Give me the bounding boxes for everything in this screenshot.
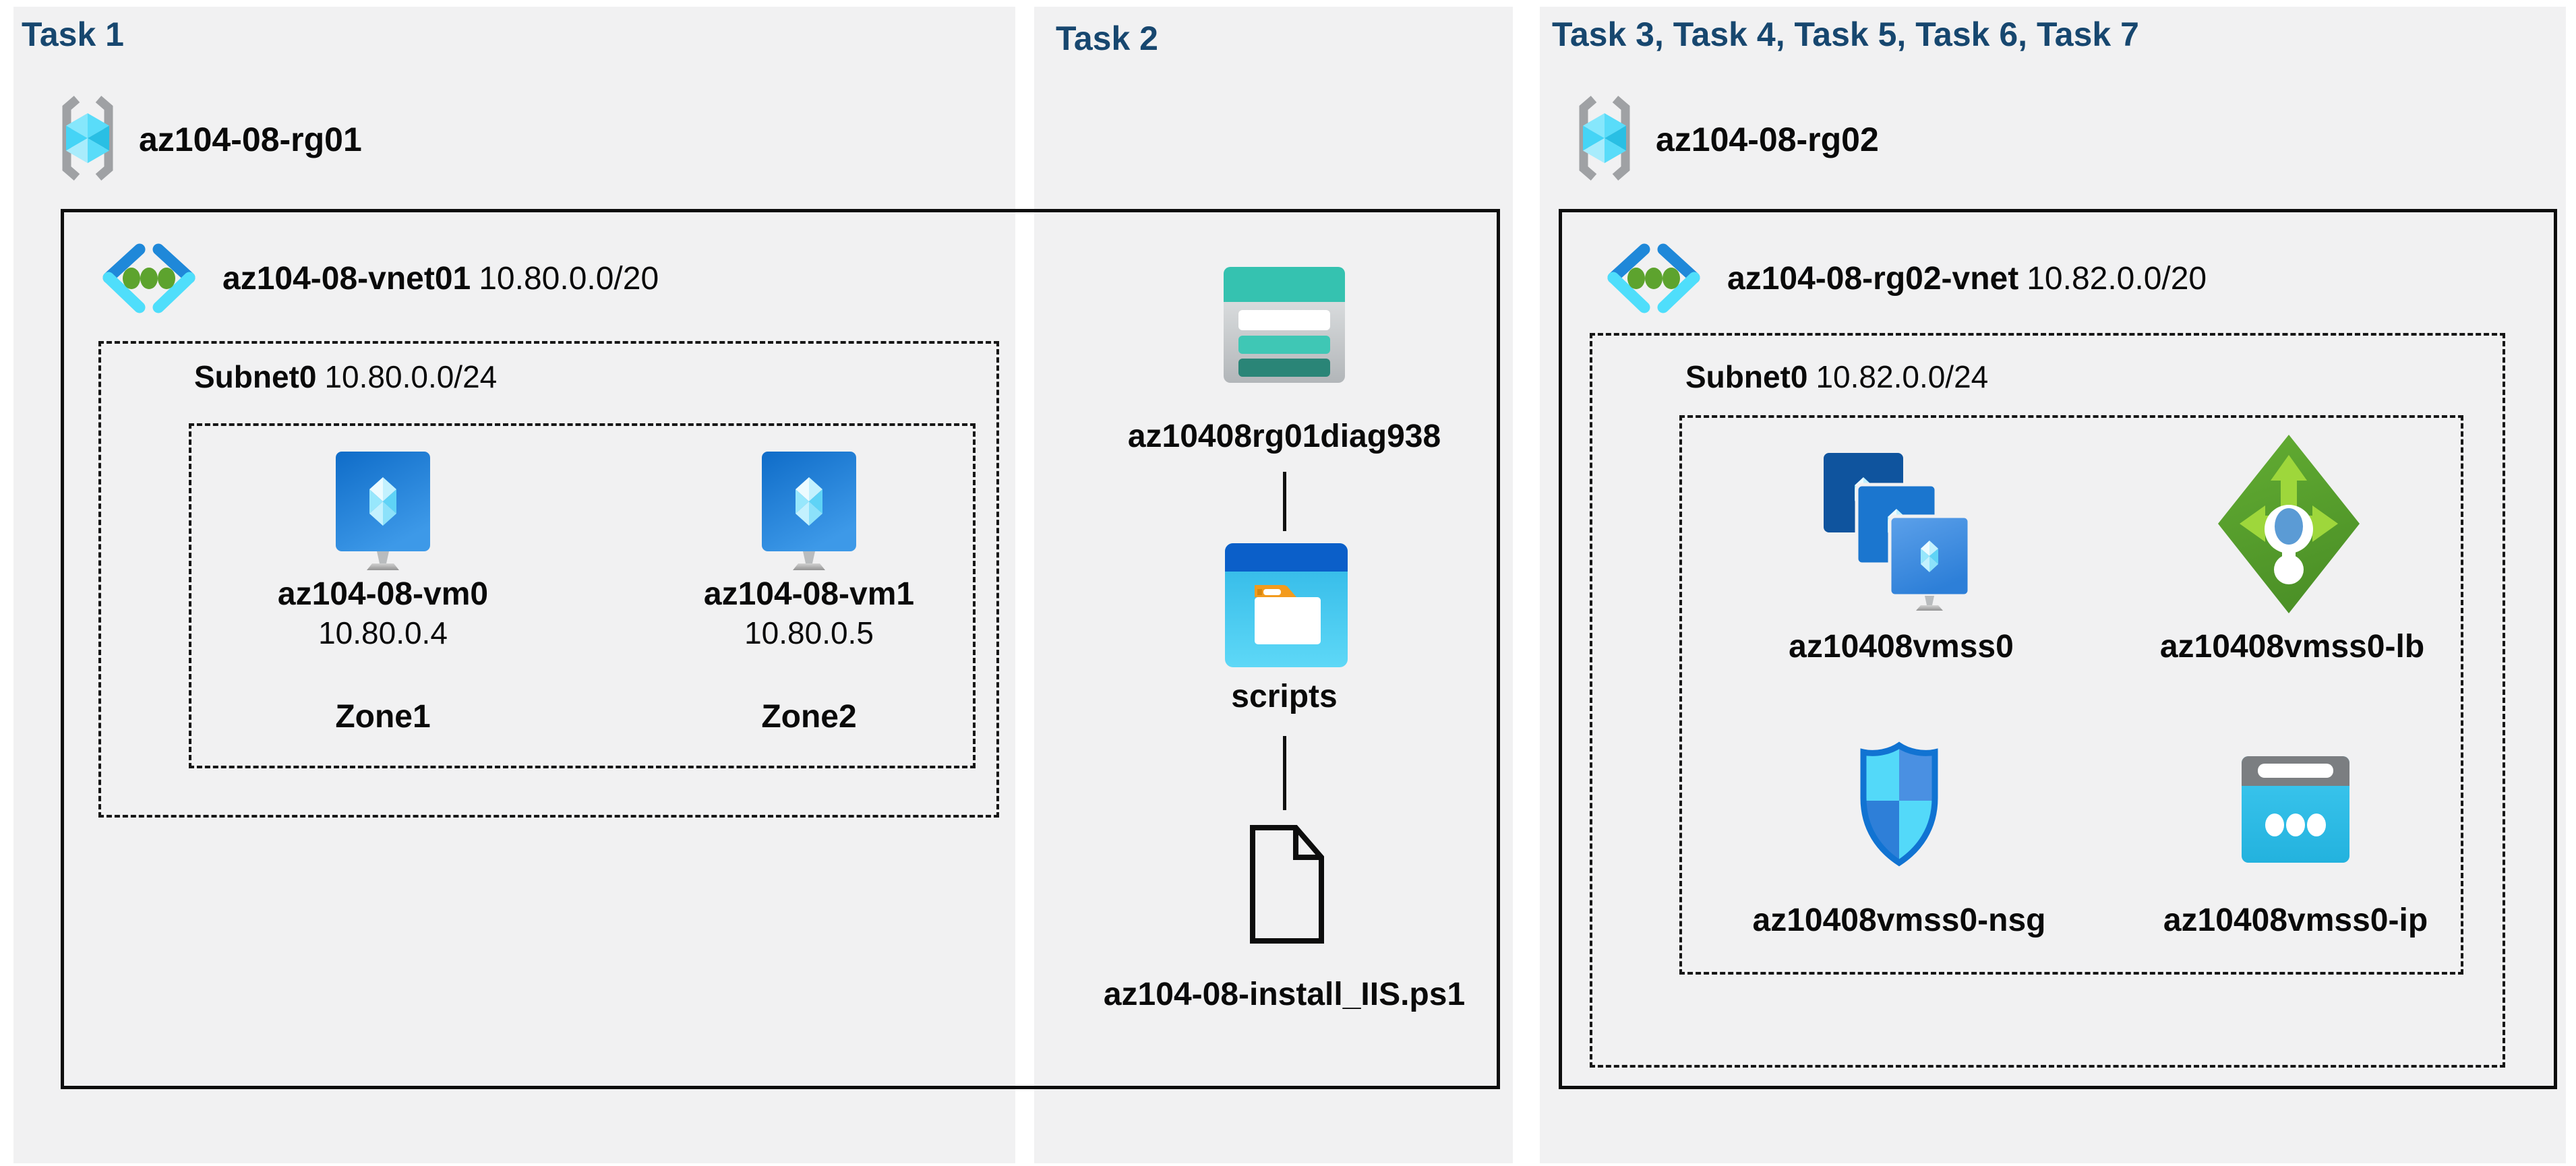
virtual-network-icon — [102, 243, 196, 313]
nsg-label: az10408vmss0-nsg — [1752, 902, 2046, 938]
vnet01-name: az104-08-vnet01 — [222, 261, 471, 297]
task1-title: Task 1 — [22, 16, 124, 53]
task1-panel — [13, 7, 1015, 1163]
subnet0-rg02-box — [1590, 333, 2505, 1068]
storage-account-icon — [1224, 267, 1345, 383]
vm-zone-box — [189, 423, 976, 768]
nsg-icon — [1860, 741, 1938, 867]
vm0-name: az104-08-vm0 — [277, 576, 489, 612]
virtual-network-icon — [1607, 243, 1700, 313]
vnet02-cidr: 10.82.0.0/20 — [2027, 261, 2207, 297]
file-icon — [1250, 825, 1324, 944]
subnet0-name: Subnet0 — [194, 359, 317, 394]
task3-title: Task 3, Task 4, Task 5, Task 6, Task 7 — [1552, 16, 2139, 53]
vm0-ip: 10.80.0.4 — [318, 615, 448, 650]
vmss-resources-box — [1679, 415, 2463, 975]
load-balancer-icon — [2218, 435, 2360, 613]
public-ip-icon — [2242, 756, 2349, 863]
subnet0-cidr: 10.80.0.0/24 — [324, 359, 498, 394]
vm1-zone: Zone2 — [761, 699, 857, 735]
lb-label: az10408vmss0-lb — [2159, 629, 2425, 665]
virtual-machine-icon — [762, 452, 856, 570]
rg01-deployment-box — [61, 209, 1500, 1089]
folder-icon — [1225, 543, 1348, 667]
subnet0-rg02-name: Subnet0 — [1685, 359, 1808, 394]
vm-scale-set-icon — [1824, 453, 1971, 611]
vmss-label: az10408vmss0 — [1789, 629, 2014, 665]
vm1-name: az104-08-vm1 — [703, 576, 915, 612]
vm1-ip: 10.80.0.5 — [744, 615, 874, 650]
connector-storage-scripts — [1283, 472, 1286, 531]
virtual-machine-icon — [336, 452, 430, 570]
connector-scripts-file — [1283, 736, 1286, 810]
rg01-label: az104-08-rg01 — [139, 121, 362, 158]
scripts-folder-label: scripts — [1231, 679, 1338, 714]
task2-title: Task 2 — [1056, 20, 1158, 57]
public-ip-label: az10408vmss0-ip — [2163, 902, 2428, 938]
subnet0-rg02-cidr: 10.82.0.0/24 — [1816, 359, 1989, 394]
vm0-zone: Zone1 — [335, 699, 431, 735]
rg02-deployment-box — [1559, 209, 2557, 1089]
resource-group-icon — [1579, 96, 1630, 181]
rg02-label: az104-08-rg02 — [1656, 121, 1879, 158]
resource-group-icon — [62, 96, 113, 181]
vnet02-name: az104-08-rg02-vnet — [1727, 261, 2019, 297]
task3-panel — [1540, 7, 2566, 1163]
script-file-label: az104-08-install_IIS.ps1 — [1103, 977, 1466, 1012]
vnet01-cidr: 10.80.0.0/20 — [479, 261, 659, 297]
storage-account-label: az10408rg01diag938 — [1127, 419, 1441, 454]
subnet0-box — [98, 341, 999, 818]
